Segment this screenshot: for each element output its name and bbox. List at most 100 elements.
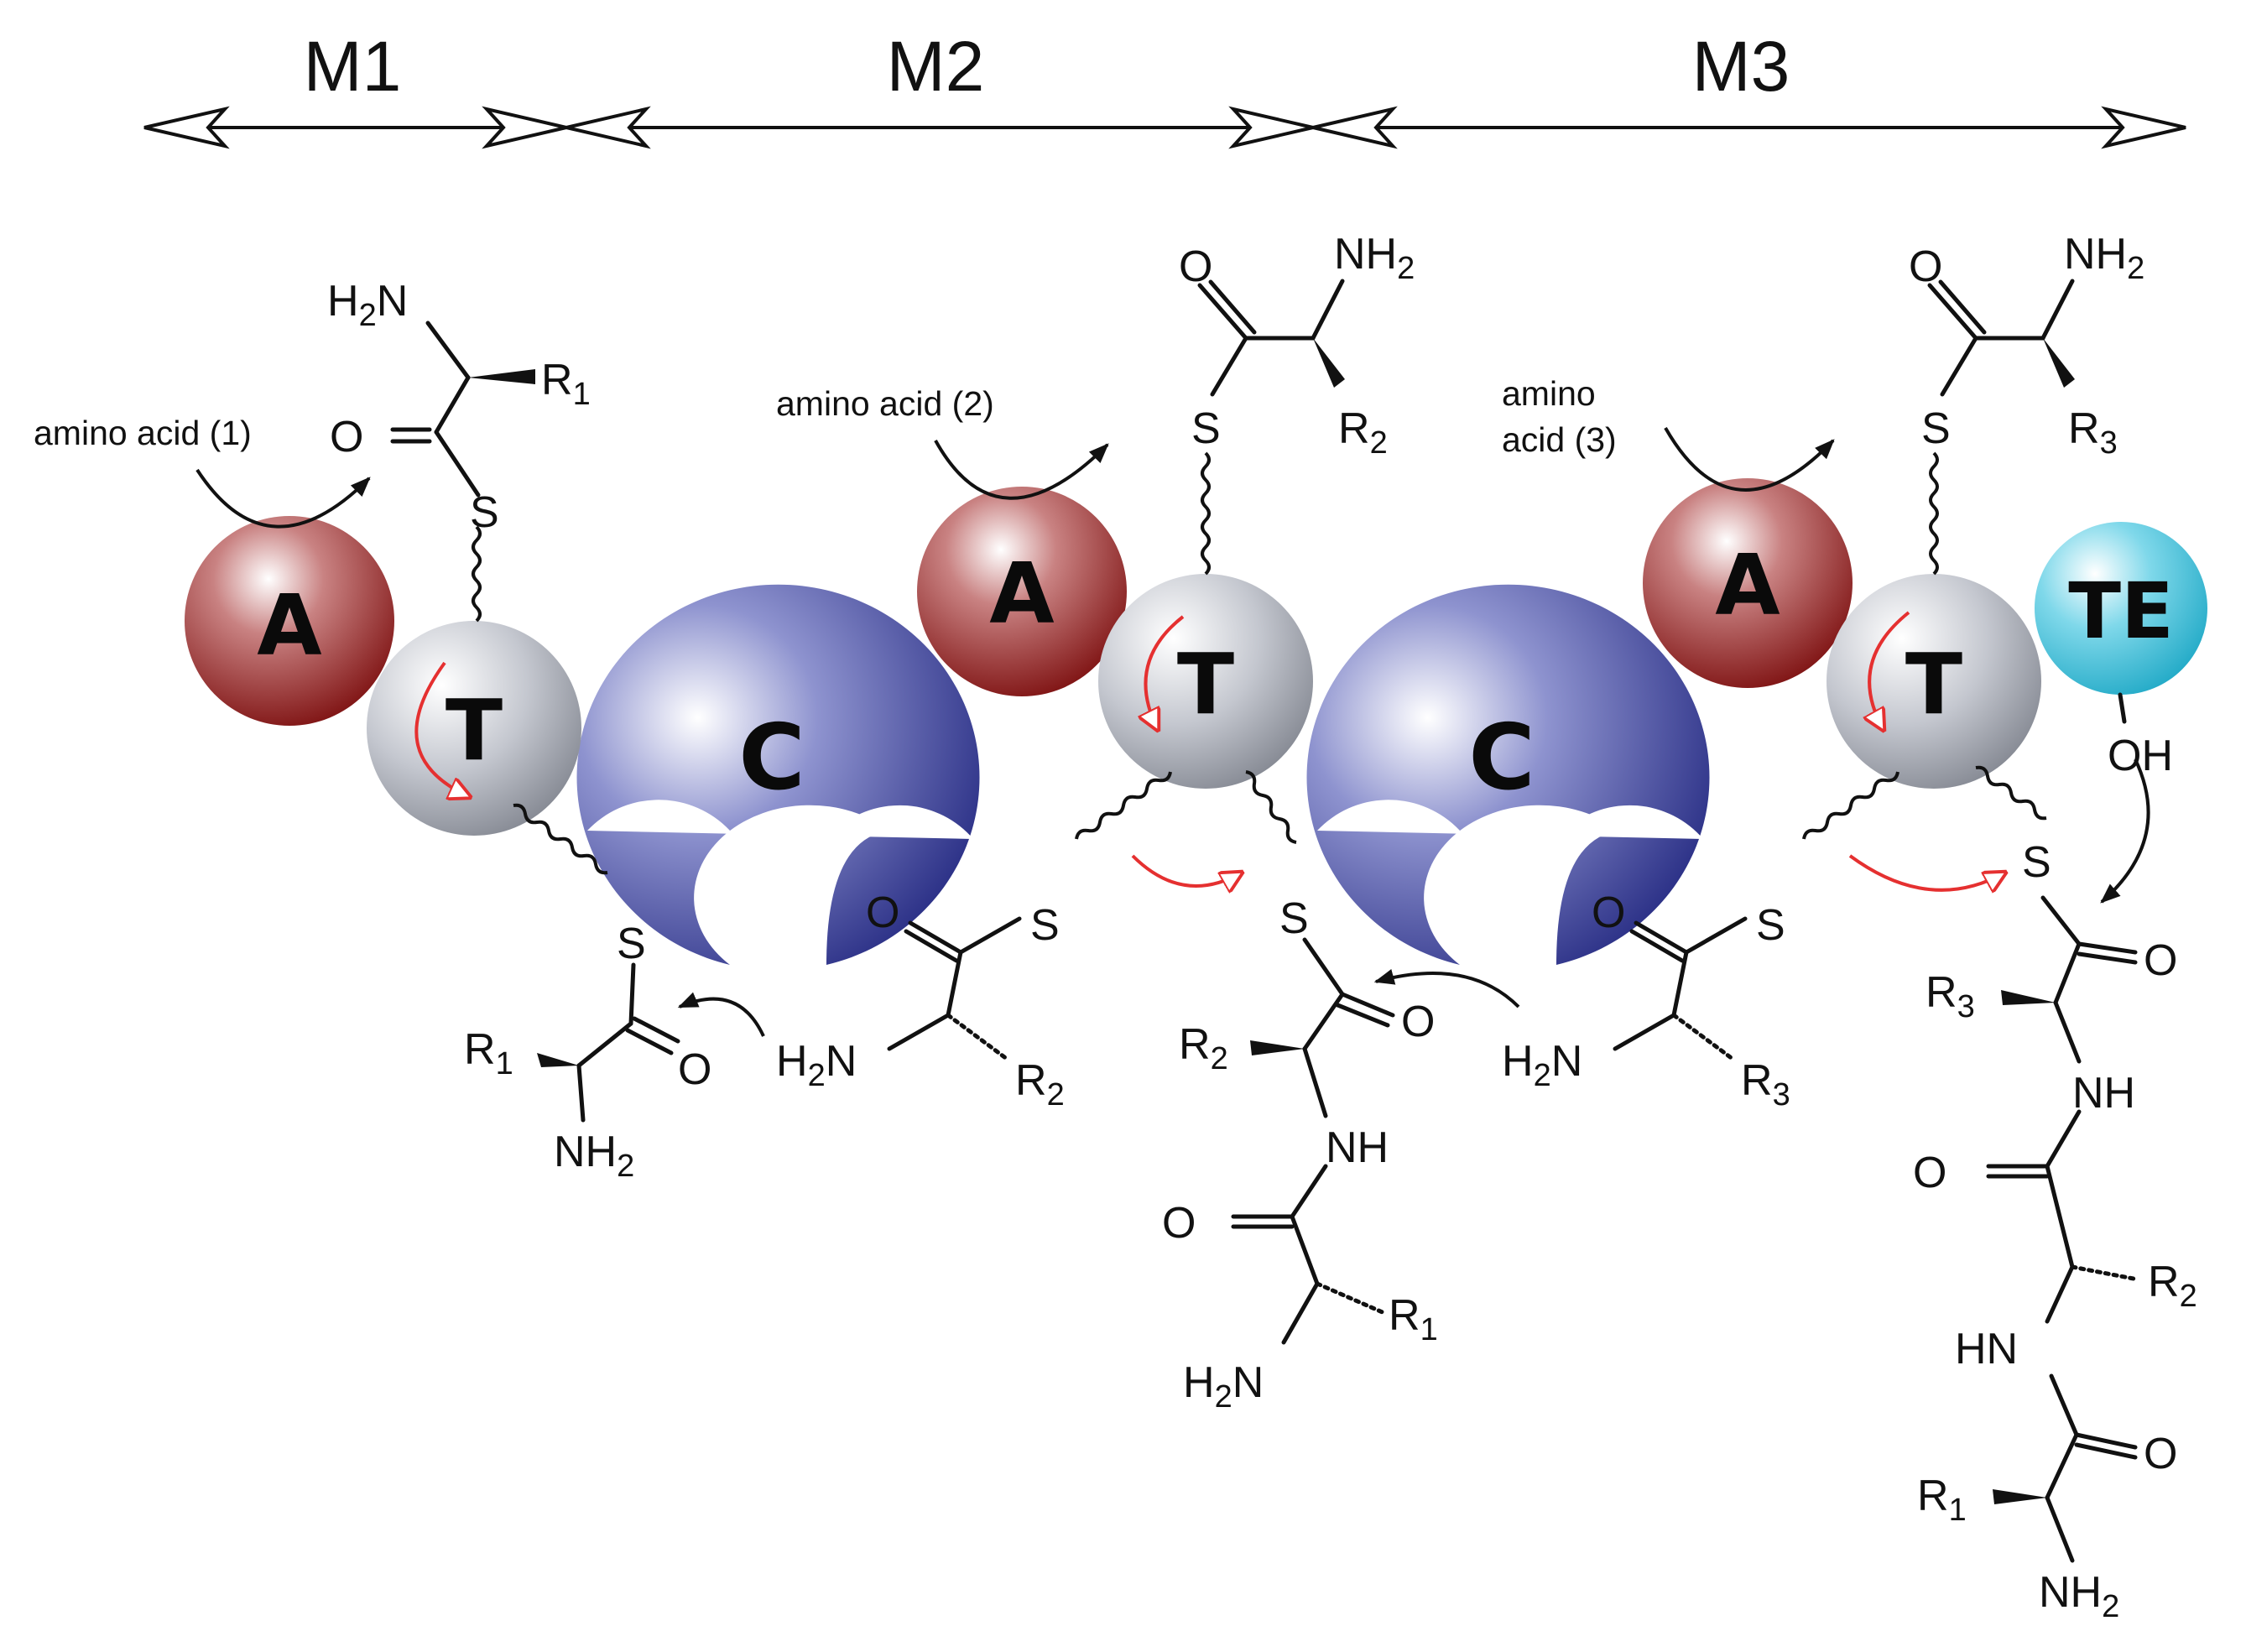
aa-label-2: amino acid (2) (776, 384, 994, 423)
aa-label-3a: amino (1502, 374, 1596, 413)
atom-o: O (2144, 1430, 2177, 1478)
black-arrows (195, 427, 2150, 1037)
domains: C C A A A T T T (185, 478, 2207, 965)
arrowhead-right-m3 (2101, 106, 2186, 149)
chem-bonds (390, 279, 2140, 1563)
atom-r: R1 (1917, 1472, 1967, 1528)
a-label-1: A (257, 576, 321, 675)
a-domain-2: A (917, 487, 1127, 696)
atom-hn: HN (1955, 1325, 2018, 1373)
c-label-2: C (1468, 706, 1535, 810)
module-label-m2: M2 (887, 27, 985, 106)
atom-o: O (678, 1045, 711, 1094)
te-domain: TE (2035, 522, 2207, 695)
atom-o: O (1592, 889, 1625, 937)
atom-r: R1 (541, 356, 591, 412)
aa-label-3b: acid (3) (1502, 420, 1617, 459)
a-domain-3: A (1643, 478, 1853, 688)
atom-s: S (470, 488, 499, 537)
atom-h2n: H2N (327, 277, 408, 333)
a-domain-1: A (185, 516, 394, 726)
arm-t3-up (1929, 451, 1939, 576)
atom-o: O (2144, 936, 2177, 985)
red-arrow-c2 (1848, 854, 2005, 890)
atom-r: R1 (464, 1025, 513, 1081)
red-arrow-t2 (1145, 615, 1185, 730)
red-arrow-c1 (1131, 854, 1242, 886)
arm-t2-up (1201, 451, 1211, 576)
atom-o: O (1162, 1199, 1196, 1248)
atom-s: S (1279, 894, 1309, 943)
aa-labels: amino acid (1) amino acid (2) amino acid… (34, 374, 1617, 459)
atom-nh2: NH2 (2064, 230, 2144, 286)
module-arrows: M1 M2 M3 (143, 27, 2186, 149)
atom-nh: NH (1326, 1123, 1389, 1172)
atom-r: R1 (1389, 1291, 1438, 1347)
arm-t1-up (472, 525, 482, 623)
atom-o: O (330, 413, 363, 461)
atom-o: O (866, 889, 899, 937)
t-domain-1: T (367, 621, 581, 836)
ppant-arms (472, 451, 2127, 875)
arm-t2-right (1245, 770, 1297, 844)
load-arrow-2 (934, 440, 1109, 500)
atom-nh2: NH2 (2039, 1568, 2119, 1624)
arm-t3-right (1975, 765, 2047, 821)
red-arrow-t1 (414, 661, 470, 797)
atom-s: S (617, 920, 646, 968)
arm-t2-left (1075, 771, 1172, 840)
t-label-1: T (446, 681, 503, 779)
atom-r: R2 (1015, 1056, 1065, 1113)
atom-h2n: H2N (1502, 1037, 1582, 1093)
c-domain-1: C (576, 584, 980, 965)
chem-labels: H2N R1 O S O NH2 S R2 O NH2 S R3 OH S R1… (327, 230, 2197, 1624)
a-label-3: A (1715, 536, 1780, 634)
atom-o: O (1913, 1149, 1946, 1197)
arm-t1-down (513, 803, 608, 875)
arm-t3-left (1802, 771, 1899, 840)
atom-s: S (1030, 901, 1060, 950)
atom-s: S (1191, 404, 1221, 453)
te-label: TE (2068, 566, 2174, 656)
t-label-3: T (1905, 635, 1962, 733)
release-arrow (2100, 758, 2150, 904)
atom-s: S (1756, 901, 1785, 950)
atom-s: S (1921, 404, 1951, 453)
atom-h2n: H2N (1183, 1358, 1264, 1415)
t-label-2: T (1177, 635, 1234, 733)
atom-o: O (1909, 242, 1942, 291)
atom-r: R2 (2148, 1258, 2197, 1314)
atom-h2n: H2N (776, 1037, 857, 1093)
arrowhead-right-m2 (1228, 106, 1314, 149)
red-arrow-t3 (1869, 611, 1910, 730)
atom-oh: OH (2108, 732, 2173, 780)
t-domain-3: T (1827, 574, 2041, 789)
arrowhead-left-m1 (143, 106, 230, 149)
atom-s: S (2022, 838, 2051, 887)
atom-nh: NH (2072, 1069, 2135, 1118)
atom-nh2: NH2 (1334, 230, 1415, 286)
atom-r: R2 (1179, 1020, 1228, 1076)
atom-r: R3 (1741, 1056, 1790, 1113)
c-domain-2: C (1306, 584, 1710, 965)
module-label-m1: M1 (304, 27, 402, 106)
condense-arrow-1 (677, 992, 765, 1037)
arrowhead-left-m2 (565, 106, 651, 149)
transfer-arrows (414, 611, 2005, 890)
load-arrow-3 (1664, 427, 1835, 492)
aa-label-1: amino acid (1) (34, 414, 252, 452)
atom-r: R2 (1338, 404, 1388, 461)
te-oh-bond (2118, 692, 2127, 724)
atom-nh2: NH2 (554, 1128, 634, 1184)
condense-arrow-2 (1373, 969, 1520, 1008)
c-label-1: C (738, 706, 805, 810)
arrowhead-right-m1 (482, 106, 567, 149)
module-label-m3: M3 (1692, 27, 1790, 106)
t-domain-2: T (1098, 574, 1313, 789)
load-arrow-1 (195, 468, 371, 529)
atom-o: O (1401, 998, 1435, 1046)
atom-o: O (1179, 242, 1212, 291)
a-label-2: A (989, 545, 1054, 643)
arrowhead-left-m3 (1312, 106, 1398, 149)
